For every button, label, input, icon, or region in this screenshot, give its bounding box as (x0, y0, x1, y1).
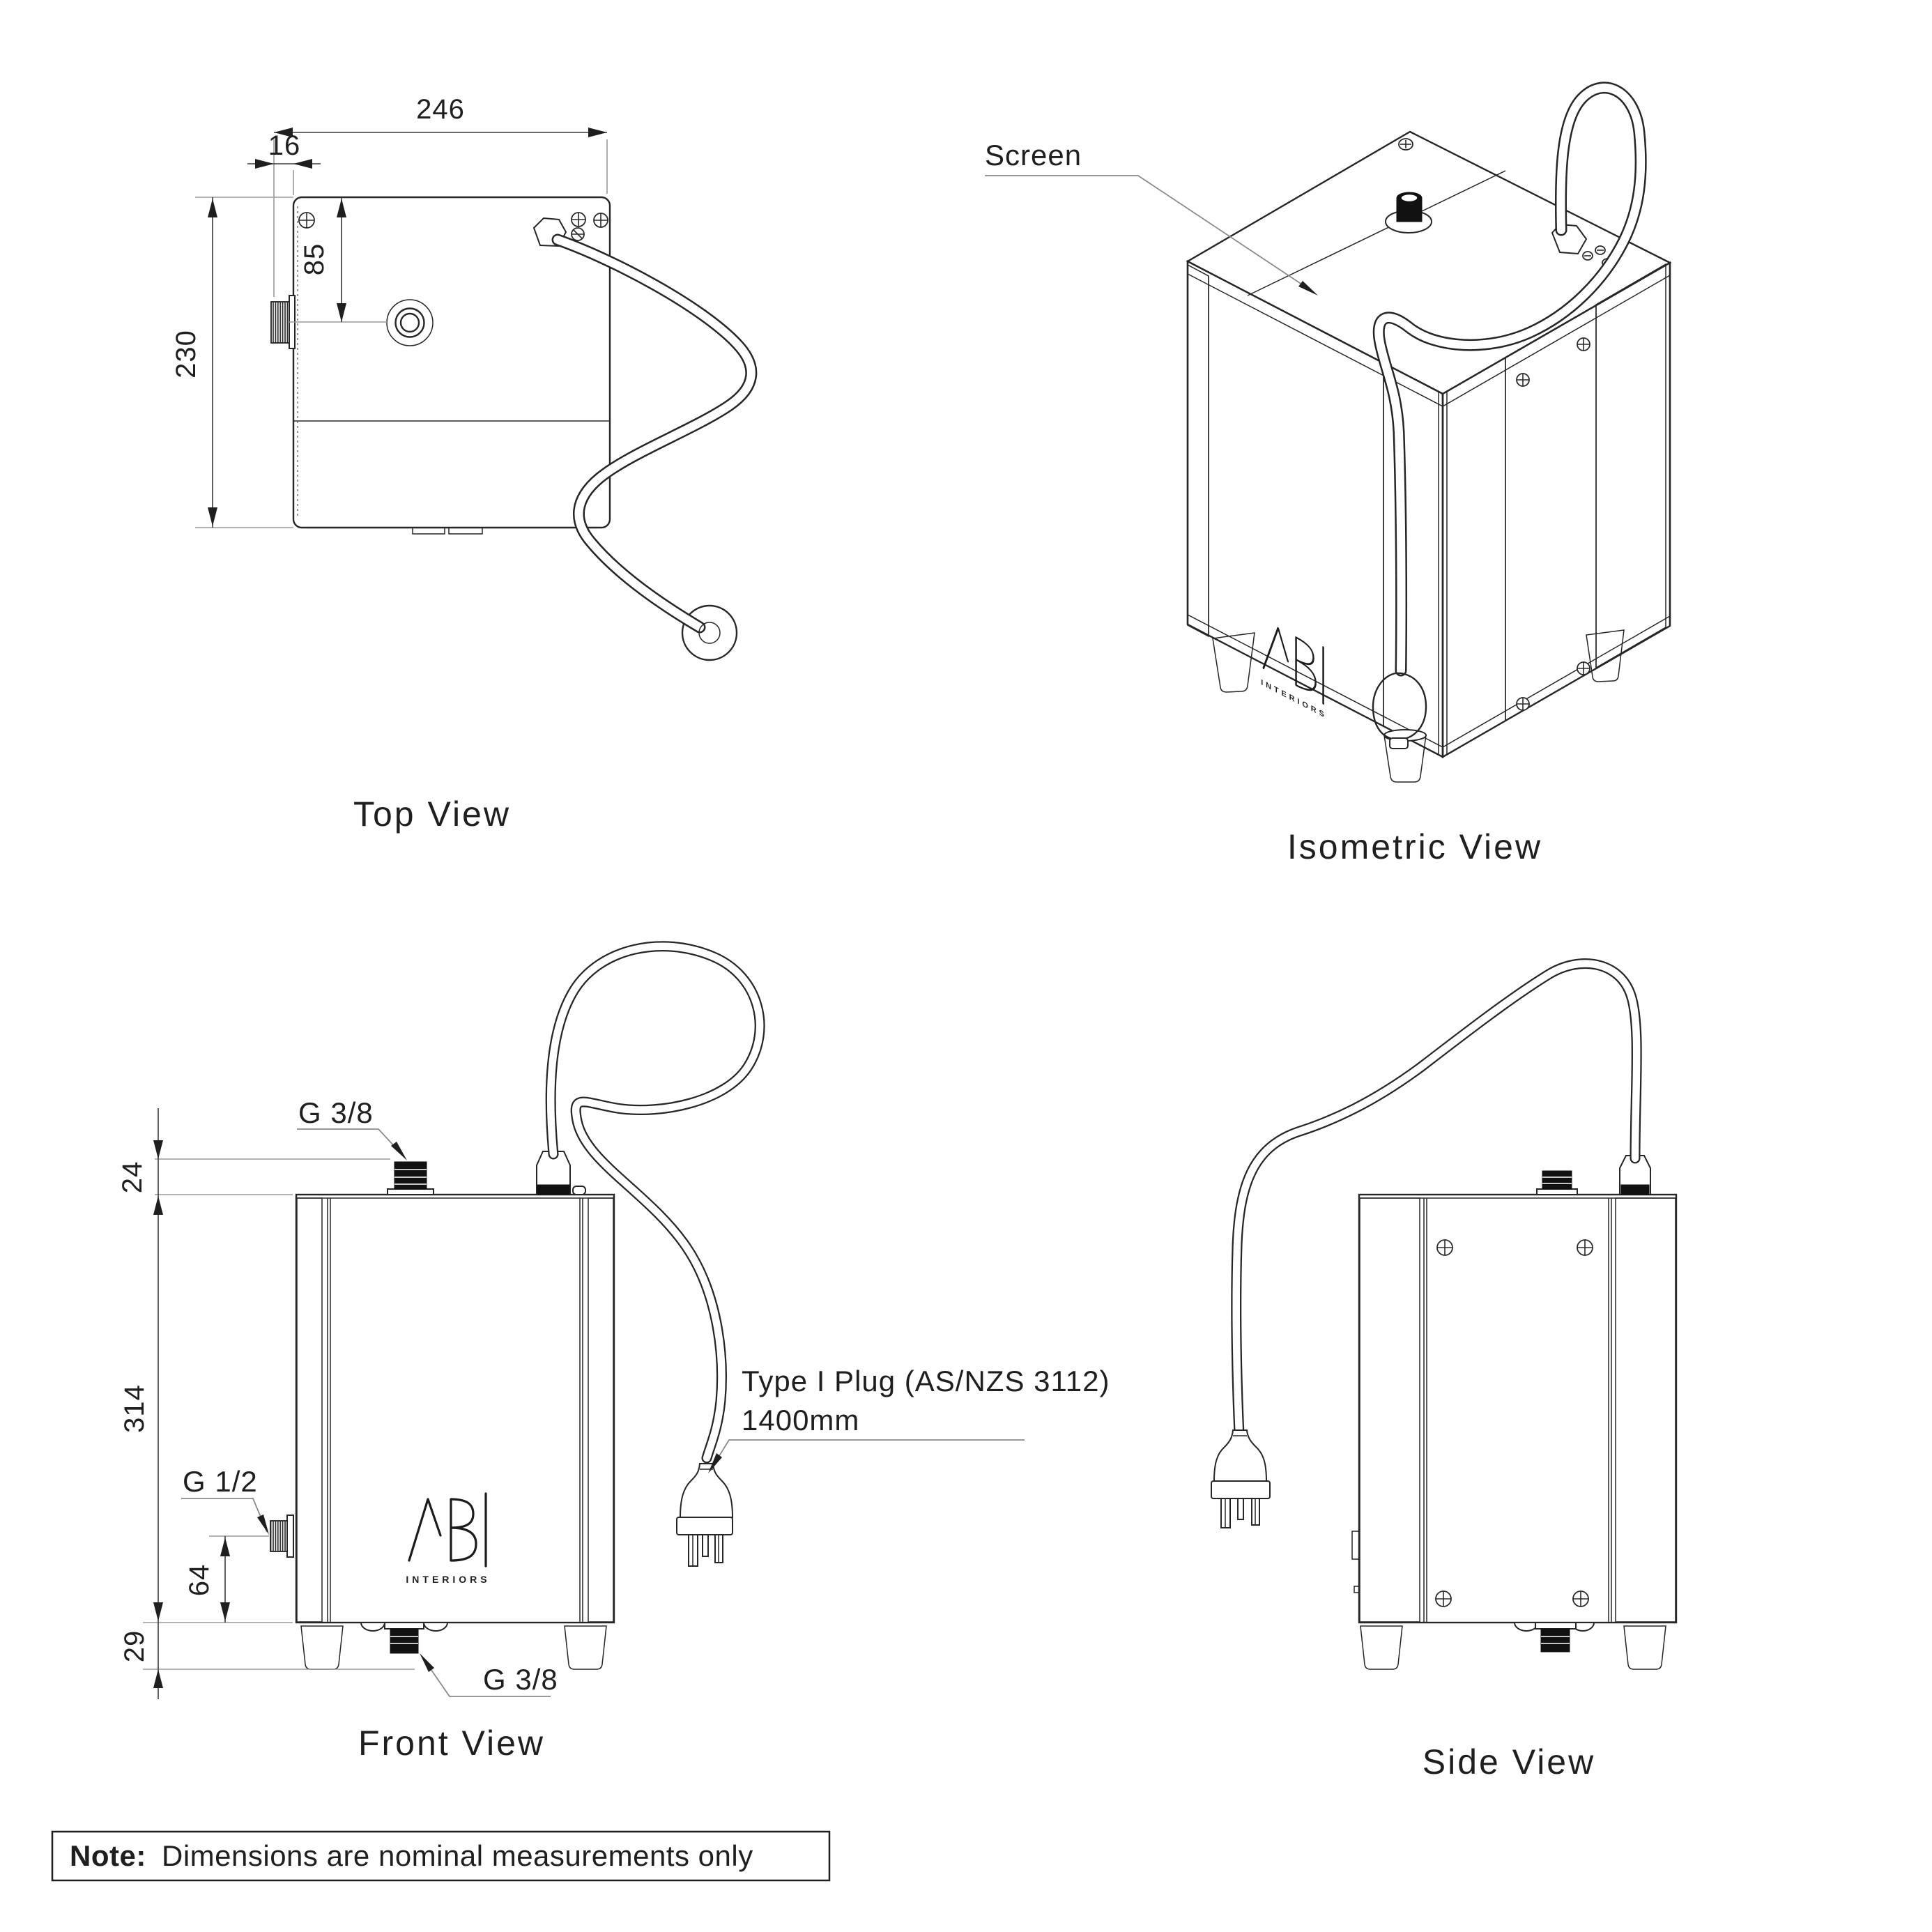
callout-plug: Type I Plug (AS/NZS 3112) 1400mm (708, 1365, 1110, 1473)
hose (551, 233, 758, 634)
side-view-drawing: Side View (1211, 958, 1678, 1781)
dim-24: 24 (117, 1161, 148, 1194)
isometric-view-drawing: INTERIORS Screen Isometric View (985, 82, 1672, 866)
dim-230: 230 (171, 330, 201, 378)
dim-64: 64 (184, 1564, 215, 1597)
abi-logo: INTERIORS (406, 1492, 490, 1585)
callout-top-fitting: G 3/8 (297, 1096, 407, 1160)
g38-top-label: G 3/8 (298, 1096, 374, 1129)
side-hose-gland (1619, 1155, 1651, 1195)
hose-end-hole (698, 622, 721, 644)
screw-icon (571, 212, 586, 227)
dimension-fitting-offset: 16 (247, 130, 321, 195)
screw-icon (1516, 697, 1530, 711)
screen-label: Screen (985, 139, 1082, 171)
iso-side-face (1441, 261, 1671, 759)
screw-icon (1436, 1239, 1453, 1256)
power-cord (545, 941, 765, 1464)
screw-icon (593, 213, 608, 228)
dim-85: 85 (299, 243, 330, 276)
dimension-chain-left: 24 314 29 (117, 1108, 415, 1699)
dim-29: 29 (119, 1630, 150, 1663)
front-view-label: Front View (358, 1724, 545, 1763)
top-view-drawing: 246 16 85 230 Top View (171, 94, 758, 834)
brand-subtitle: INTERIORS (406, 1574, 490, 1585)
g38-bottom-label: G 3/8 (483, 1663, 558, 1696)
screw-icon (1572, 1590, 1589, 1607)
iso-foot (1212, 632, 1255, 693)
screen-callout: Screen (985, 139, 1318, 296)
screw-icon (1435, 1590, 1452, 1607)
dimension-inlet: 64 (184, 1535, 269, 1623)
note-box: Note: Dimensions are nominal measurement… (51, 1830, 831, 1882)
note-text: Dimensions are nominal measurements only (162, 1839, 753, 1872)
screw-icon (1582, 251, 1593, 261)
note-label: Note: (70, 1839, 146, 1872)
dim-16: 16 (268, 130, 301, 161)
screw-icon (571, 227, 585, 241)
screw-icon (1398, 138, 1413, 151)
front-top-fitting (387, 1161, 434, 1195)
side-view-label: Side View (1423, 1742, 1595, 1781)
screw-icon (1595, 245, 1606, 255)
dimension-port-offset: 85 (289, 197, 387, 323)
plug-length-label: 1400mm (742, 1404, 859, 1436)
front-hose-gland (536, 1151, 586, 1195)
side-power-plug (1211, 1429, 1271, 1528)
front-view-body (295, 1193, 615, 1624)
side-power-cord (1231, 958, 1642, 1440)
screw-icon (1577, 337, 1590, 351)
front-view-drawing: INTERIORS 24 314 29 64 G 3/8 (117, 941, 1110, 1763)
iso-sprayer-head (1372, 672, 1427, 749)
iso-top-fitting (1385, 192, 1432, 233)
side-bottom-fitting (1513, 1622, 1595, 1653)
screw-icon (1577, 1239, 1593, 1256)
screw-icon (1516, 373, 1530, 387)
callout-side-fitting: G 1/2 (181, 1465, 269, 1535)
iso-hose (1372, 82, 1647, 677)
screw-icon (1577, 661, 1590, 675)
side-top-fitting (1536, 1170, 1578, 1195)
dim-246: 246 (416, 94, 465, 125)
front-side-fitting (270, 1515, 294, 1558)
front-foot (564, 1625, 607, 1670)
top-view-label: Top View (353, 795, 511, 834)
plug-type-label: Type I Plug (AS/NZS 3112) (742, 1365, 1110, 1397)
iso-foot (1586, 629, 1625, 682)
hose-end-disc (681, 604, 738, 661)
side-foot (1360, 1625, 1403, 1670)
side-foot (1623, 1625, 1666, 1670)
g12-label: G 1/2 (183, 1465, 258, 1498)
water-port (386, 299, 434, 346)
front-bottom-fitting (360, 1622, 449, 1654)
screw-icon (298, 212, 315, 229)
dim-314: 314 (119, 1384, 150, 1433)
callout-bottom-fitting: G 3/8 (420, 1653, 558, 1697)
dimension-depth: 230 (171, 197, 293, 528)
dimension-width: 246 (273, 94, 608, 297)
isometric-view-label: Isometric View (1287, 827, 1542, 866)
